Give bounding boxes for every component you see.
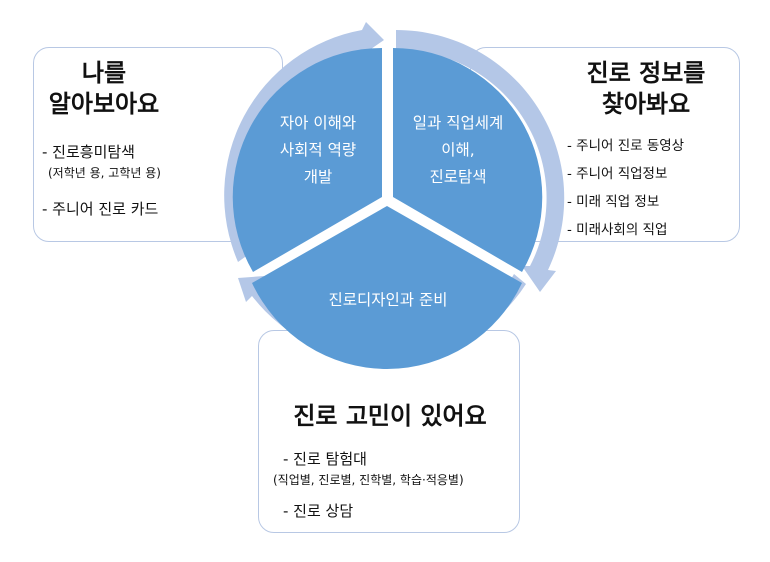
list-item: - 미래 직업 정보 <box>567 194 660 210</box>
card-title-line1: 진로 정보를 <box>586 59 706 87</box>
list-item-career-explorer: - 진로 탐험대 <box>283 450 367 468</box>
card-title-line2: 알아보아요 <box>48 90 160 118</box>
list-item-interest-test: - 진로흥미탐색 <box>42 143 135 161</box>
card-title-line1: 나를 <box>81 59 127 87</box>
list-item: - 미래사회의 직업 <box>567 222 668 238</box>
sector-label-line: 개발 <box>304 168 333 186</box>
cycle-sectors <box>232 47 543 369</box>
sector-world-of-work <box>393 47 543 272</box>
list-item-note: (저학년 용, 고학년 용) <box>48 166 161 180</box>
sector-label-line: 일과 직업세계 <box>413 114 504 132</box>
arrow-shape <box>396 29 565 292</box>
sector-career-design <box>252 206 522 369</box>
sector-self-understanding <box>232 47 382 272</box>
list-item-note: (직업별, 진로별, 진학별, 학습·적응별) <box>273 473 464 487</box>
sector-label-line: 진로탐색 <box>429 168 486 186</box>
sector-label-line: 자아 이해와 <box>280 114 356 132</box>
list-item-career-counseling: - 진로 상담 <box>283 502 354 520</box>
list-item: - 주니어 진로 동영상 <box>567 138 685 154</box>
list-item: - 주니어 직업정보 <box>567 166 668 182</box>
sector-label-line: 이해, <box>441 141 474 159</box>
sector-label-line: 사회적 역량 <box>280 141 356 159</box>
sector-label-line: 진로디자인과 준비 <box>328 291 447 309</box>
list-item-junior-career-card: - 주니어 진로 카드 <box>42 200 159 218</box>
card-title-line2: 찾아봐요 <box>601 90 691 118</box>
card-title: 진로 고민이 있어요 <box>293 402 487 430</box>
